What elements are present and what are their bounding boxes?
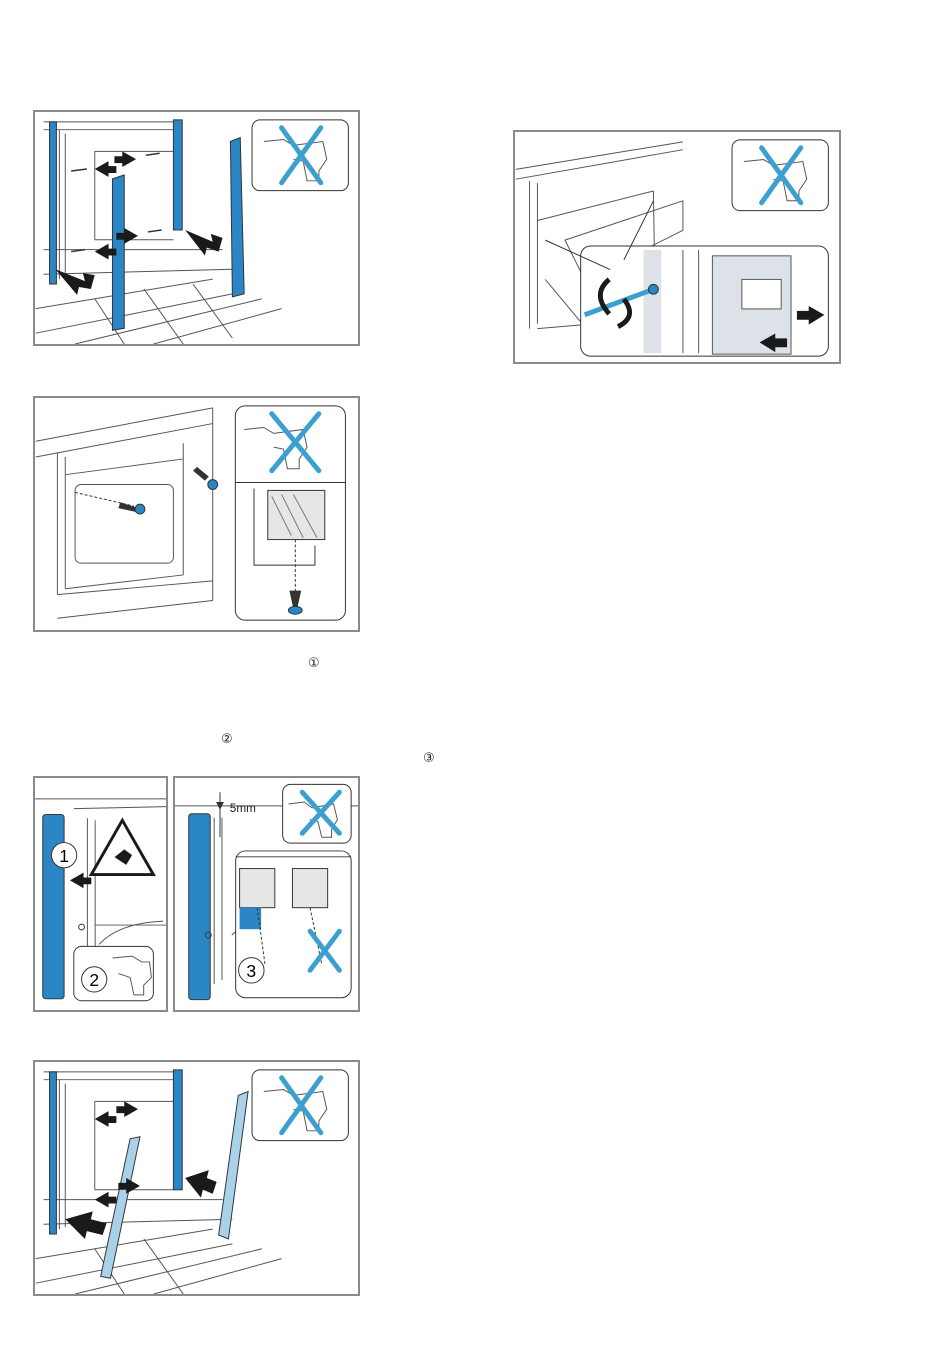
step-marker-3: ③: [423, 752, 435, 765]
screw-fixing-illustration: [35, 398, 358, 630]
step-marker-1: ①: [308, 657, 320, 670]
trim-alignment-illustration: 5mm 3: [175, 778, 358, 1010]
mount-trim-illustration: 1 2: [35, 778, 166, 1010]
badge-2: 2: [89, 970, 99, 990]
step-marker-2: ②: [221, 733, 233, 746]
figure-remove-trims: [33, 110, 360, 346]
door-handle-illustration: [515, 132, 839, 362]
badge-3: 3: [246, 961, 256, 981]
figure-refit-trims: [33, 1060, 360, 1296]
hand-crush-warning-icon: [91, 820, 153, 874]
figure-trim-alignment: 5mm 3: [173, 776, 360, 1012]
badge-1: 1: [59, 846, 69, 866]
figure-mount-trim: 1 2: [33, 776, 168, 1012]
figure-screw-fixing: [33, 396, 360, 632]
refit-trims-illustration: [35, 1062, 358, 1294]
remove-trims-illustration: [35, 112, 358, 344]
figure-door-handle: [513, 130, 841, 364]
gap-measure-5mm: 5mm: [230, 802, 256, 815]
